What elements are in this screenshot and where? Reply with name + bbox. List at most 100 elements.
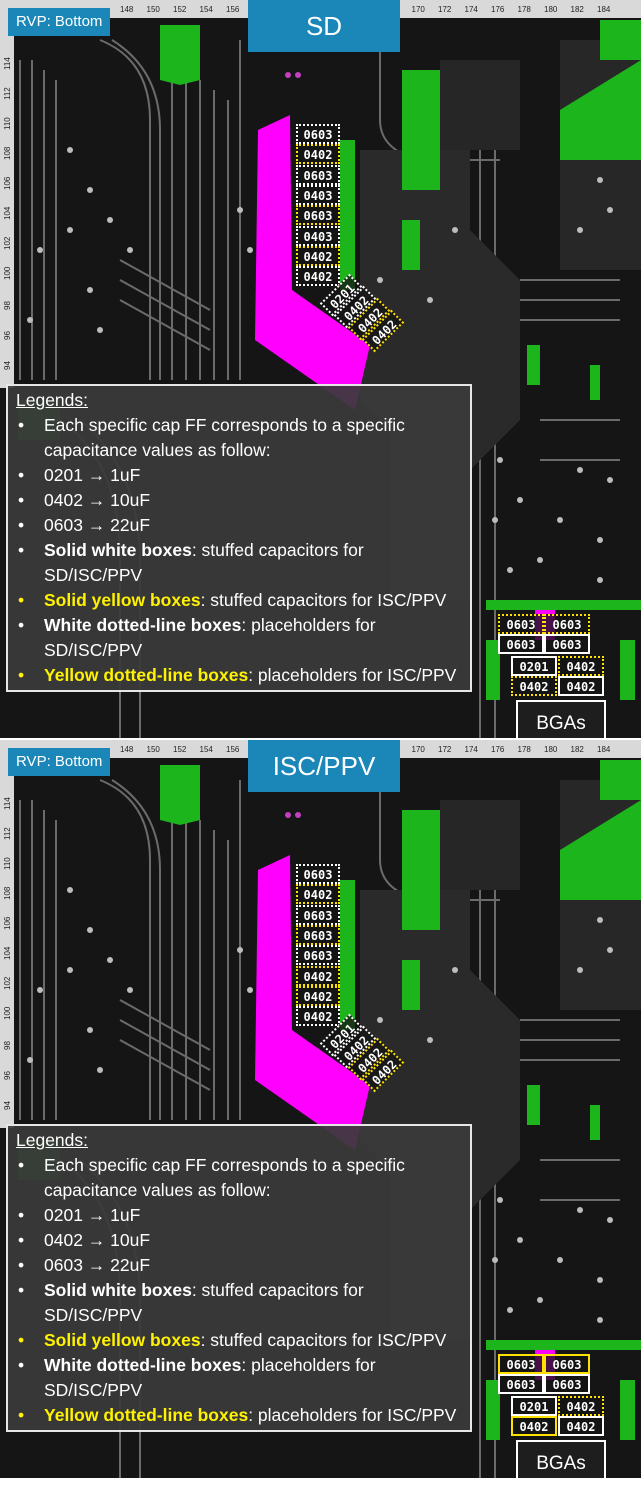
legend-box: Legends: Each specific cap FF correspond… [6, 384, 472, 692]
ruler-tick-label: 174 [465, 5, 479, 14]
mode-title: ISC/PPV [248, 740, 400, 792]
ruler-tick-label: 100 [3, 1006, 12, 1020]
pcb-panel-sd: 1481501521541561581601621641661681701721… [0, 0, 641, 738]
ruler-tick-label: 114 [3, 797, 12, 810]
bga-label: BGAs [516, 700, 606, 738]
bga-capacitor-box: 0201 [511, 656, 557, 676]
capacitor-box: 0603 [296, 945, 340, 966]
bga-capacitor-box: 0402 [511, 676, 557, 696]
legend-item-white-dotted: White dotted-line boxes: placeholders fo… [16, 1353, 462, 1403]
legend-item-solid-yellow: Solid yellow boxes: stuffed capacitors f… [16, 1328, 462, 1353]
capacitor-box: 0402 [296, 884, 340, 905]
ruler-tick-label: 148 [120, 745, 134, 754]
ruler-tick-label: 182 [571, 745, 585, 754]
ruler-tick-label: 154 [200, 745, 214, 754]
ruler-tick-label: 184 [597, 5, 611, 14]
ruler-tick-label: 154 [200, 5, 214, 14]
ruler-tick-label: 176 [491, 745, 505, 754]
legend-value-0603: 0603 → 22uF [16, 1253, 462, 1278]
legend-title: Legends: [16, 390, 89, 410]
view-tag: RVP: Bottom [8, 8, 111, 36]
ruler-tick-label: 114 [3, 57, 12, 70]
ruler-tick-label: 108 [3, 886, 12, 900]
ruler-tick-label: 100 [3, 266, 12, 280]
ruler-tick-label: 178 [518, 745, 532, 754]
capacitor-box: 0603 [296, 924, 340, 945]
capacitor-box: 0603 [296, 205, 340, 226]
capacitor-box: 0603 [296, 124, 340, 144]
ruler-tick-label: 176 [491, 5, 505, 14]
ruler-tick-label: 170 [412, 5, 426, 14]
bga-capacitor-box: 0402 [558, 656, 604, 676]
legend-value-0201: 0201 → 1uF [16, 1203, 462, 1228]
ruler-tick-label: 182 [571, 5, 585, 14]
bga-capacitor-box: 0603 [544, 634, 590, 654]
ruler-tick-label: 148 [120, 5, 134, 14]
capacitor-box: 0603 [296, 904, 340, 925]
legend-value-0201: 0201 → 1uF [16, 463, 462, 488]
ruler-tick-label: 110 [3, 117, 12, 130]
legend-list: Each specific cap FF corresponds to a sp… [16, 1153, 462, 1428]
ruler-tick-label: 104 [3, 946, 12, 960]
ruler-tick-label: 184 [597, 745, 611, 754]
ruler-tick-label: 150 [147, 745, 161, 754]
bga-capacitor-box: 0603 [498, 634, 544, 654]
bga-capacitor-box: 0603 [544, 614, 590, 634]
capacitor-box: 0403 [296, 225, 340, 246]
ruler-tick-label: 104 [3, 206, 12, 220]
ruler-tick-label: 178 [518, 5, 532, 14]
ruler-tick-label: 110 [3, 857, 12, 870]
legend-item-solid-white: Solid white boxes: stuffed capacitors fo… [16, 538, 462, 588]
ruler-tick-label: 98 [3, 301, 12, 310]
ruler-tick-label: 98 [3, 1041, 12, 1050]
bga-capacitor-box: 0603 [498, 614, 544, 634]
bga-capacitor-box: 0201 [511, 1396, 557, 1416]
ruler-tick-label: 156 [226, 5, 240, 14]
capacitor-box: 0402 [296, 144, 340, 165]
capacitor-box: 0402 [296, 1006, 340, 1027]
bga-capacitor-box: 0402 [558, 1416, 604, 1436]
ruler-tick-label: 112 [3, 827, 12, 840]
ruler-tick-label: 112 [3, 87, 12, 100]
ruler-tick-label: 172 [438, 5, 452, 14]
legend-item-solid-yellow: Solid yellow boxes: stuffed capacitors f… [16, 588, 462, 613]
capacitor-box: 0402 [296, 965, 340, 986]
ruler-tick-label: 170 [412, 745, 426, 754]
ruler-tick-label: 172 [438, 745, 452, 754]
ruler-tick-label: 174 [465, 745, 479, 754]
legend-value-0603: 0603 → 22uF [16, 513, 462, 538]
legend-item-white-dotted: White dotted-line boxes: placeholders fo… [16, 613, 462, 663]
ruler-tick-label: 96 [3, 331, 12, 340]
legend-item-yellow-dotted: Yellow dotted-line boxes: placeholders f… [16, 1403, 462, 1428]
ruler-tick-label: 106 [3, 176, 12, 190]
capacitor-box: 0603 [296, 864, 340, 884]
legend-box: Legends: Each specific cap FF correspond… [6, 1124, 472, 1432]
ruler-tick-label: 102 [3, 236, 12, 250]
ruler-tick-label: 180 [544, 5, 558, 14]
ruler-tick-label: 96 [3, 1071, 12, 1080]
legend-value-0402: 0402 → 10uF [16, 488, 462, 513]
ruler-tick-label: 102 [3, 976, 12, 990]
ruler-tick-label: 152 [173, 745, 187, 754]
legend-item-solid-white: Solid white boxes: stuffed capacitors fo… [16, 1278, 462, 1328]
mode-title: SD [248, 0, 400, 52]
capacitor-box: 0603 [296, 164, 340, 185]
bga-capacitor-box: 0603 [544, 1374, 590, 1394]
capacitor-box: 0402 [296, 245, 340, 266]
ruler-tick-label: 156 [226, 745, 240, 754]
ruler-tick-label: 108 [3, 146, 12, 160]
bga-capacitor-box: 0402 [558, 676, 604, 696]
bga-capacitor-box: 0603 [498, 1354, 544, 1374]
bga-capacitor-box: 0603 [498, 1374, 544, 1394]
legend-value-0402: 0402 → 10uF [16, 1228, 462, 1253]
legend-item-yellow-dotted: Yellow dotted-line boxes: placeholders f… [16, 663, 462, 688]
ruler-tick-label: 94 [3, 361, 12, 370]
ruler-tick-label: 150 [147, 5, 161, 14]
ruler-tick-label: 180 [544, 745, 558, 754]
pcb-panel-isc-ppv: 1481501521541561581601621641661681701721… [0, 740, 641, 1478]
legend-intro: Each specific cap FF corresponds to a sp… [16, 413, 462, 463]
view-tag: RVP: Bottom [8, 748, 111, 776]
legend-list: Each specific cap FF corresponds to a sp… [16, 413, 462, 688]
bga-capacitor-box: 0402 [558, 1396, 604, 1416]
legend-title: Legends: [16, 1130, 89, 1150]
